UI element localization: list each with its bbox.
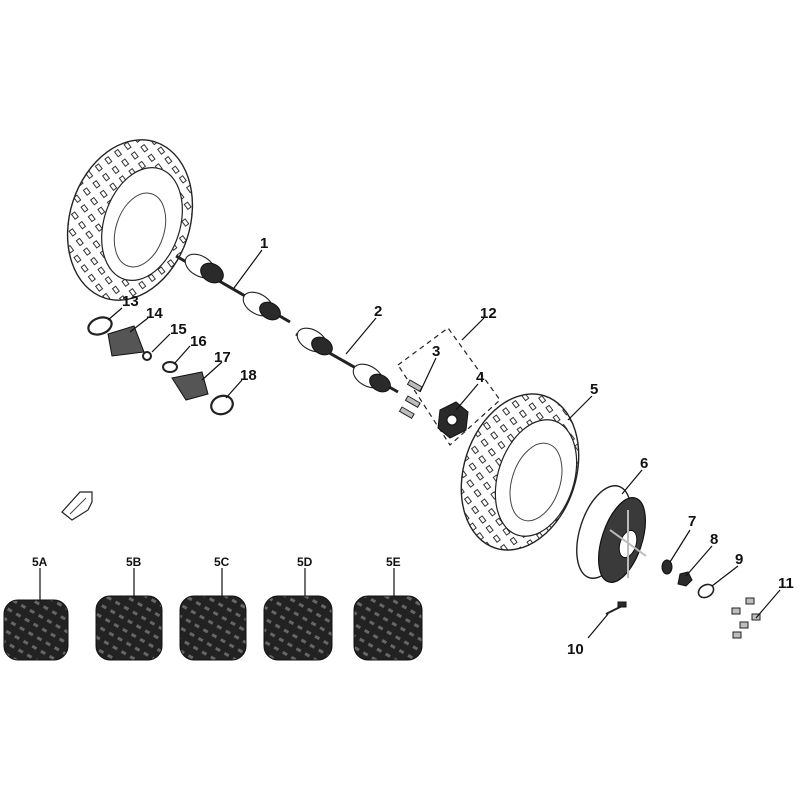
- valve-stem-10: [605, 601, 627, 615]
- hub-assembly: [397, 327, 501, 446]
- o-ring-9: [697, 583, 715, 599]
- svg-text:5B: 5B: [126, 555, 142, 569]
- ring-16: [162, 361, 178, 373]
- callout-13: 13: [122, 293, 139, 310]
- clamp-18: [210, 394, 234, 416]
- leader-lines: [107, 249, 781, 639]
- hub-flange: [437, 401, 469, 439]
- callout-11: 11: [778, 575, 794, 592]
- svg-text:5C: 5C: [214, 555, 230, 569]
- svg-text:5A: 5A: [32, 555, 48, 569]
- callout-9: 9: [735, 551, 743, 568]
- svg-text:5E: 5E: [386, 555, 401, 569]
- rear-wheel: [66, 139, 194, 301]
- ring-15: [142, 351, 152, 361]
- callout-12: 12: [480, 305, 497, 322]
- tire-variants: 5A 5B 5C 5D 5E: [3, 555, 423, 661]
- boot-kit: [87, 316, 234, 416]
- callout-10: 10: [567, 641, 584, 658]
- lug-nuts-11: [731, 597, 761, 639]
- wheel-studs: [398, 379, 423, 420]
- callout-6: 6: [640, 455, 648, 472]
- callout-15: 15: [170, 321, 187, 338]
- callout-7: 7: [688, 513, 696, 530]
- svg-text:5D: 5D: [297, 555, 313, 569]
- wheel-rim: [576, 485, 647, 583]
- drive-shaft-2: [295, 327, 399, 394]
- callout-1: 1: [260, 235, 268, 252]
- front-arrow-icon: [61, 491, 93, 521]
- washer-7: [661, 559, 673, 575]
- boot-14: [107, 325, 145, 357]
- nut-8: [677, 571, 693, 587]
- callout-17: 17: [214, 349, 231, 366]
- drive-shaft-1: [175, 253, 291, 324]
- callout-14: 14: [146, 305, 163, 322]
- tire-variant-5d: 5D: [263, 555, 333, 661]
- tire-variant-5b: 5B: [95, 555, 163, 661]
- boot-17: [171, 371, 209, 401]
- callout-18: 18: [240, 367, 257, 384]
- callout-numbers: 1 2 3 4 5 6 7 8 9 10 11 12 13 14 15 16 1…: [122, 235, 794, 658]
- tire-variant-5a: 5A: [3, 555, 69, 661]
- callout-16: 16: [190, 333, 207, 350]
- tire-variant-5e: 5E: [353, 555, 423, 661]
- callout-2: 2: [374, 303, 382, 320]
- callout-4: 4: [476, 369, 485, 386]
- clamp-13: [87, 316, 113, 336]
- callout-5: 5: [590, 381, 598, 398]
- tire-variant-5c: 5C: [179, 555, 247, 661]
- front-tire: [460, 393, 580, 551]
- callout-8: 8: [710, 531, 718, 548]
- hardware: [605, 559, 761, 639]
- callout-3: 3: [432, 343, 440, 360]
